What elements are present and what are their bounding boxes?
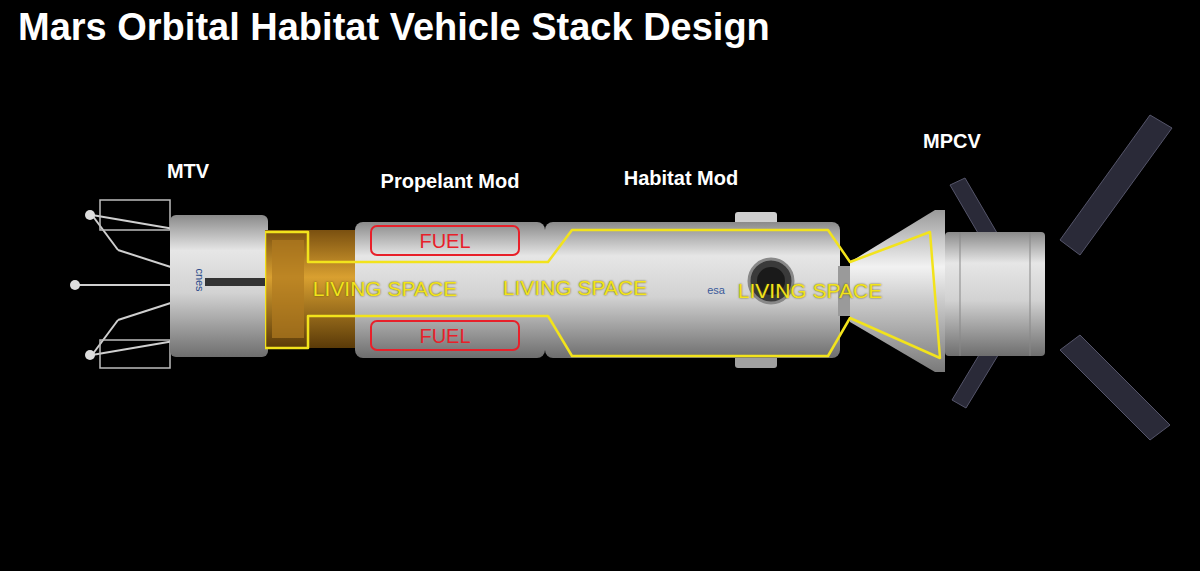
fuel-box: FUEL xyxy=(370,320,520,351)
module-label: MPCV xyxy=(923,130,981,153)
living-space-label: LIVING SPACE xyxy=(313,277,457,301)
module-label: Habitat Mod xyxy=(624,167,738,190)
living-space-outline: LIVING SPACE LIVING SPACE LIVING SPACE xyxy=(265,226,947,362)
fuel-label: FUEL xyxy=(419,324,470,348)
fuel-label: FUEL xyxy=(419,229,470,253)
module-label: Propelant Mod xyxy=(381,170,520,193)
logo-text: esa xyxy=(707,284,725,296)
living-space-label: LIVING SPACE xyxy=(503,276,647,300)
living-space-border xyxy=(265,230,940,358)
logo-text: cnes xyxy=(194,268,206,291)
diagram-title: Mars Orbital Habitat Vehicle Stack Desig… xyxy=(18,6,770,49)
living-space-label: LIVING SPACE xyxy=(738,279,882,303)
fuel-box: FUEL xyxy=(370,225,520,256)
module-label: MTV xyxy=(167,160,209,183)
mtv-lander xyxy=(70,200,355,368)
